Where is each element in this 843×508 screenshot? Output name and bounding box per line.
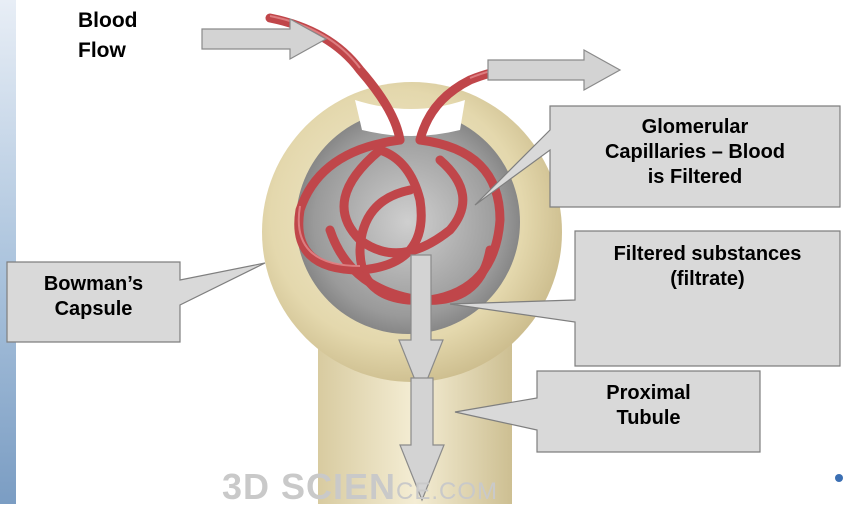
3dscience-watermark: 3D SCIENCE.COM [222,466,498,508]
blood-out-arrow [488,50,620,90]
corner-icon [835,474,843,482]
blood-flow-label: Blood Flow [78,8,137,63]
blood-flow-line-1: Blood [78,8,137,33]
glomerular-label: Glomerular Capillaries – Blood is Filter… [550,115,840,190]
bowman-line-1: Bowman’s [7,272,180,297]
proximal-line-2: Tubule [537,406,760,431]
watermark-tail: CE.COM [396,478,498,505]
filtered-line-1: Filtered substances [575,242,840,267]
watermark-main: 3D SCIEN [222,466,396,507]
filtered-substances-label: Filtered substances (filtrate) [575,242,840,292]
blood-flow-line-2: Flow [78,38,137,63]
proximal-line-1: Proximal [537,381,760,406]
bowmans-capsule-label: Bowman’s Capsule [7,272,180,322]
bowman-line-2: Capsule [7,297,180,322]
glomerular-line-1: Glomerular [550,115,840,140]
glomerular-line-3: is Filtered [550,165,840,190]
filtered-line-2: (filtrate) [575,267,840,292]
glomerular-line-2: Capillaries – Blood [550,140,840,165]
proximal-tubule-label: Proximal Tubule [537,381,760,431]
